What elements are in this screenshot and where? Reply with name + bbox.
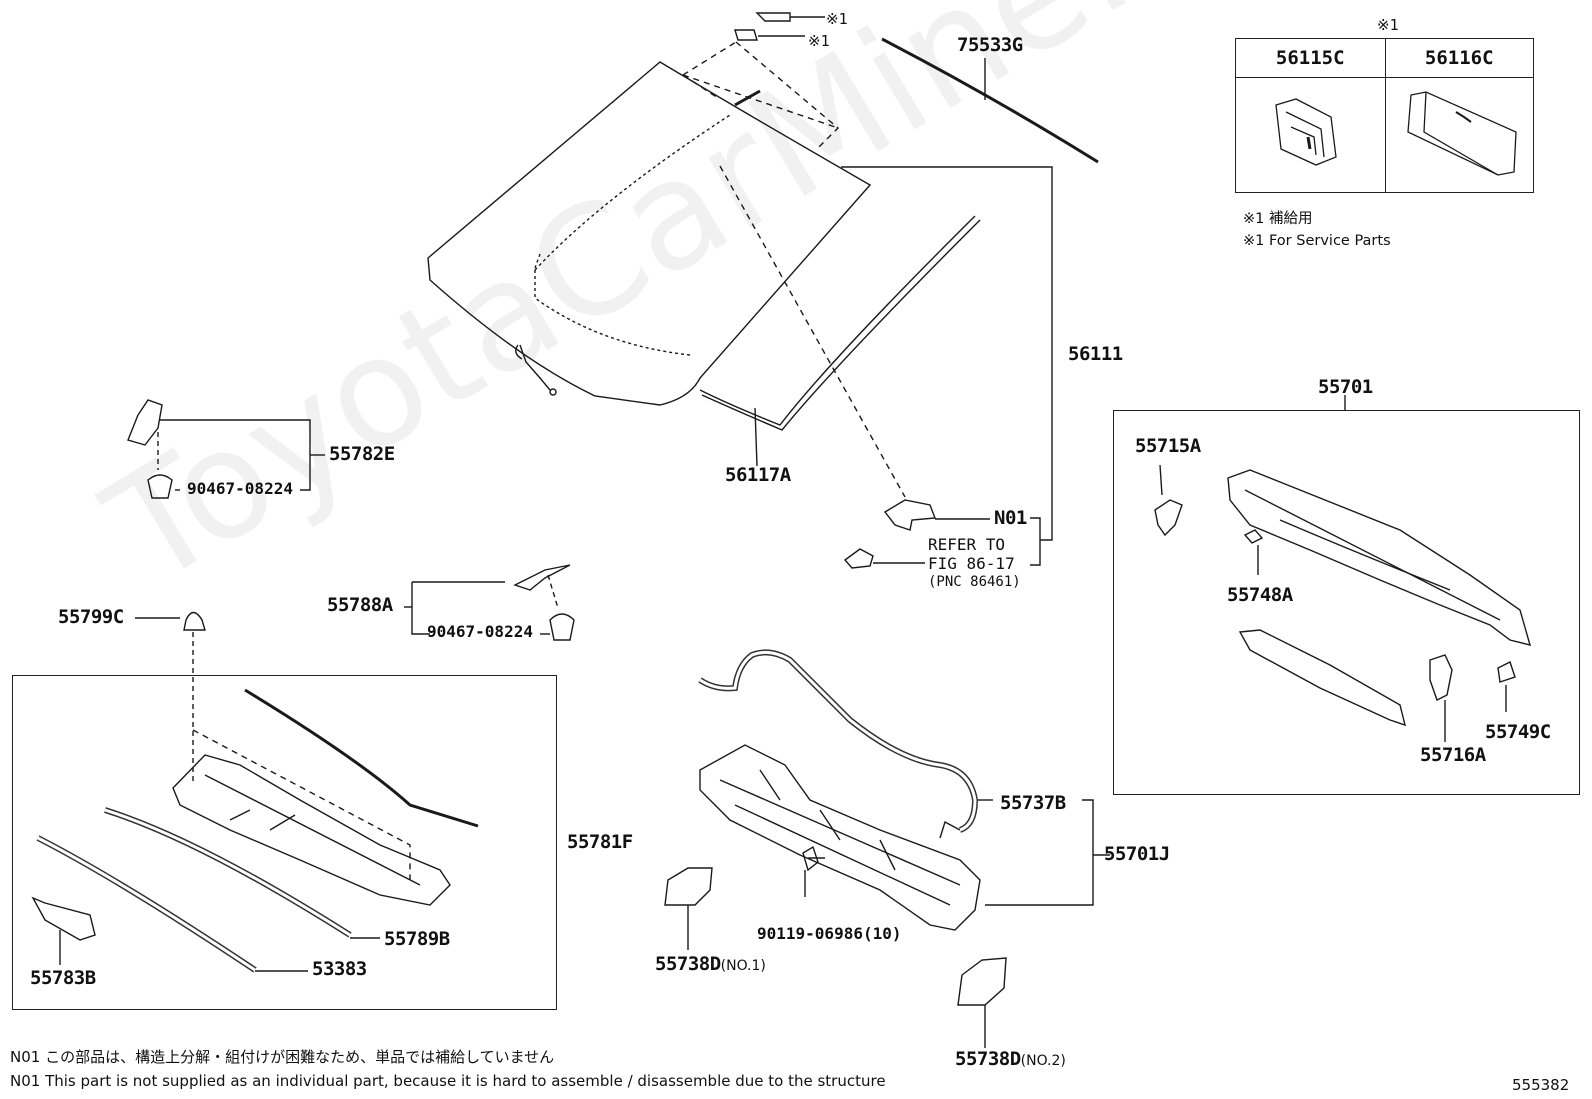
label-55783b: 55783B bbox=[30, 967, 96, 989]
part-55782e-group bbox=[127, 399, 325, 499]
service-note-jp: ※1 補給用 bbox=[1243, 211, 1313, 227]
label-75533g: 75533G bbox=[957, 34, 1023, 56]
label-56117a: 56117A bbox=[725, 464, 791, 486]
leader-56111 bbox=[841, 166, 1053, 566]
service-parts-table: 56115C 56116C bbox=[1235, 38, 1534, 193]
label-55715a: 55715A bbox=[1135, 435, 1201, 457]
label-55701j: 55701J bbox=[1104, 843, 1170, 865]
refer-line-1: REFER TO bbox=[928, 535, 1006, 554]
label-56111: 56111 bbox=[1068, 343, 1123, 365]
refer-line-2: FIG 86-17 bbox=[928, 554, 1015, 573]
clip-55799c bbox=[135, 611, 206, 785]
service-clip-56115c-drawing bbox=[1275, 98, 1337, 166]
label-55781f: 55781F bbox=[567, 831, 633, 853]
refer-to-fig-note: REFER TO FIG 86-17 (PNC 86461) bbox=[928, 535, 1021, 592]
label-55737b: 55737B bbox=[1000, 792, 1066, 814]
label-55738d-no2-sub: (NO.2) bbox=[1020, 1053, 1066, 1069]
service-col-56116c-header: 56116C bbox=[1385, 39, 1533, 78]
service-pad-56116c-drawing bbox=[1406, 91, 1517, 176]
label-55738d-no1-sub: (NO.1) bbox=[720, 958, 766, 974]
cowl-panel-55701j bbox=[699, 744, 1110, 931]
bracket-n01-part bbox=[843, 499, 990, 569]
service-mark-label-top: ※1 bbox=[826, 10, 848, 28]
label-55738d-no2: 55738D(NO.2) bbox=[955, 1050, 1066, 1069]
seal-55738d-no2 bbox=[957, 957, 1007, 1048]
label-55782e: 55782E bbox=[329, 443, 395, 465]
footnote-en: N01 This part is not supplied as an indi… bbox=[10, 1072, 886, 1090]
windshield-glass-part bbox=[427, 61, 872, 406]
label-55789b: 55789B bbox=[384, 928, 450, 950]
seal-55738d-no1 bbox=[664, 867, 713, 950]
molding-75533g bbox=[881, 37, 1099, 164]
label-53383: 53383 bbox=[312, 958, 367, 980]
label-55748a: 55748A bbox=[1227, 584, 1293, 606]
label-90119: 90119-06986(10) bbox=[757, 924, 902, 943]
label-55738d-no2-code: 55738D bbox=[955, 1048, 1021, 1070]
label-90467-lower: 90467-08224 bbox=[427, 622, 533, 641]
label-55788a: 55788A bbox=[327, 594, 393, 616]
service-note-en: ※1 For Service Parts bbox=[1243, 233, 1391, 249]
cowl-top-group-55781f bbox=[31, 688, 479, 973]
cowl-panel-assembly-55701 bbox=[1154, 395, 1532, 742]
label-55701: 55701 bbox=[1318, 376, 1373, 398]
service-col-56115c: 56115C bbox=[1236, 39, 1385, 192]
label-55799c: 55799C bbox=[58, 606, 124, 628]
service-parts-dashed-frame bbox=[682, 41, 840, 149]
service-col-56115c-header: 56115C bbox=[1236, 39, 1385, 78]
label-55738d-no1: 55738D(NO.1) bbox=[655, 955, 766, 974]
harness-55737b bbox=[698, 649, 993, 839]
label-55749c: 55749C bbox=[1485, 721, 1551, 743]
figure-number: 555382 bbox=[1512, 1076, 1570, 1094]
group-box-55781f bbox=[12, 675, 557, 1010]
label-55738d-no1-code: 55738D bbox=[655, 953, 721, 975]
service-col-56116c: 56116C bbox=[1384, 39, 1533, 192]
label-n01: N01 bbox=[994, 507, 1027, 529]
refer-line-3: (PNC 86461) bbox=[928, 574, 1021, 590]
label-90467-upper: 90467-08224 bbox=[187, 479, 293, 498]
service-table-mark: ※1 bbox=[1377, 16, 1399, 34]
part-55788a-group bbox=[404, 564, 575, 641]
label-55716a: 55716A bbox=[1420, 744, 1486, 766]
glass-molding-56117a bbox=[699, 215, 981, 467]
service-mark-clips bbox=[734, 12, 825, 41]
group-box-55701 bbox=[1113, 410, 1580, 795]
service-mark-label-second: ※1 bbox=[808, 32, 830, 50]
footnote-jp: N01 この部品は、構造上分解・組付けが困難なため、単品では補給していません bbox=[10, 1048, 555, 1066]
dashed-leader-n01 bbox=[719, 165, 906, 498]
